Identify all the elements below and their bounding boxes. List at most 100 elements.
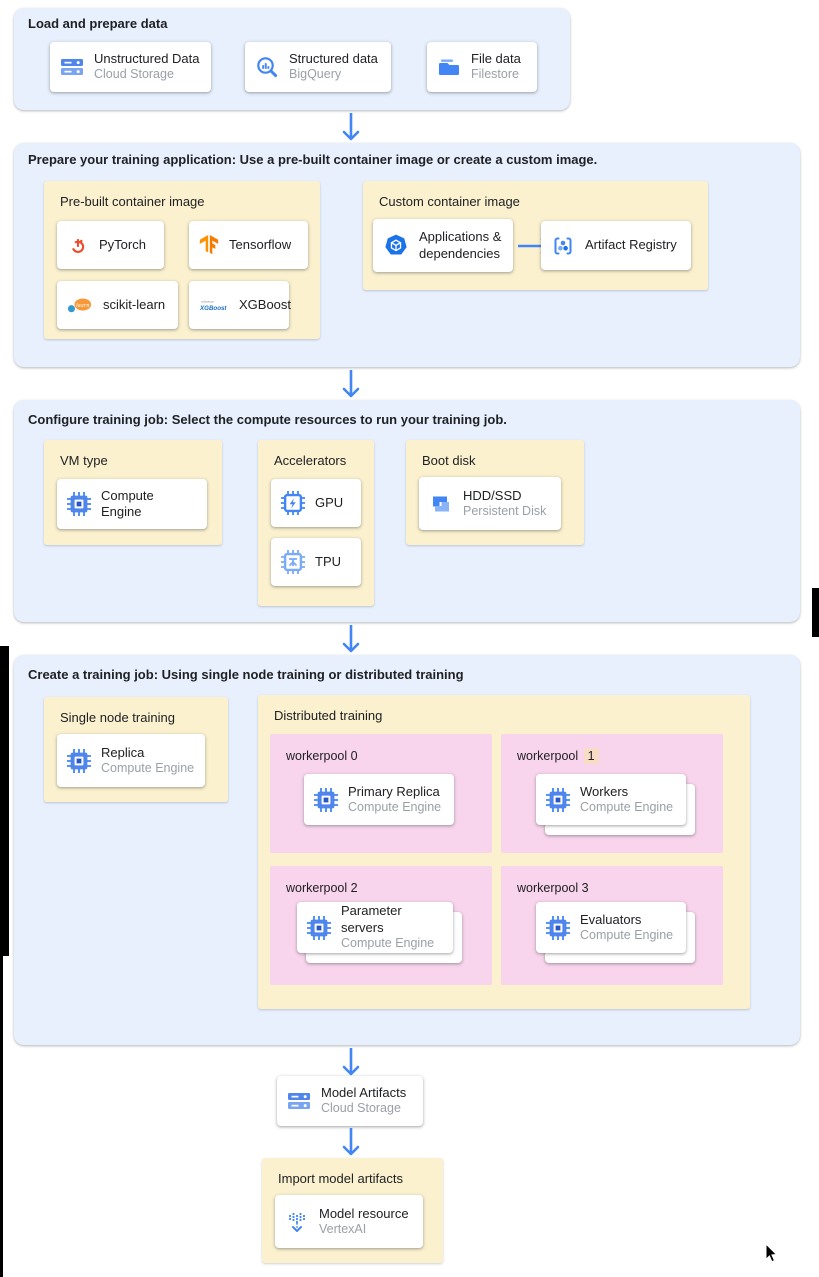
card-unstructured-data: Unstructured Data Cloud Storage — [50, 42, 211, 92]
compute-engine-icon — [67, 748, 91, 773]
workerpool-num: 3 — [581, 881, 589, 895]
card-compute-engine: Compute Engine — [57, 479, 207, 529]
workerpool-prefix: workerpool — [517, 881, 579, 895]
cloud-storage-icon — [60, 55, 84, 79]
card-title: Structured data — [289, 51, 378, 67]
section-create-title: Create a training job: Using single node… — [28, 667, 464, 682]
card-title: Evaluators — [580, 911, 642, 927]
svg-text:XGBoost: XGBoost — [199, 305, 227, 312]
card-workers: Workers Compute Engine — [536, 774, 686, 825]
workerpool-prefix: workerpool — [286, 881, 348, 895]
card-title: Replica — [101, 744, 145, 760]
workerpool-0-label: workerpool 0 — [286, 749, 358, 763]
workerpool-1-label: workerpool 1 — [517, 748, 599, 764]
cloud-storage-icon — [287, 1089, 311, 1113]
flow-arrow-2 — [342, 370, 360, 398]
card-title: Primary Replica — [348, 783, 440, 799]
card-title: Unstructured Data — [94, 51, 200, 67]
pytorch-icon — [67, 234, 89, 256]
card-artifact-registry: Artifact Registry — [541, 221, 691, 270]
compute-engine-icon — [307, 915, 331, 940]
xgboost-icon: eXtreme XGBoost — [199, 295, 229, 315]
screenshot-artifact-right — [812, 588, 819, 637]
panel-vm-label: VM type — [60, 453, 108, 468]
card-xgboost: eXtreme XGBoost XGBoost — [189, 281, 292, 329]
panel-accelerators-label: Accelerators — [274, 453, 347, 468]
compute-engine-icon — [546, 915, 570, 940]
svg-text:learn: learn — [76, 303, 89, 309]
card-title: HDD/SSD — [463, 487, 522, 503]
card-subtitle: Persistent Disk — [463, 503, 547, 518]
workerpool-prefix: workerpool — [286, 749, 348, 763]
card-replica: Replica Compute Engine — [57, 734, 205, 787]
workerpool-prefix: workerpool — [517, 749, 579, 763]
vertex-ai-icon — [285, 1210, 309, 1234]
card-subtitle: Compute Engine — [101, 760, 195, 775]
tpu-icon — [281, 550, 305, 574]
card-tensorflow: Tensorflow — [189, 221, 308, 269]
gpu-icon — [281, 491, 305, 515]
card-applications-dependencies: Applications & dependencies — [373, 219, 513, 272]
workerpool-num: 0 — [350, 749, 358, 763]
card-primary-replica: Primary Replica Compute Engine — [304, 774, 454, 825]
card-subtitle: Cloud Storage — [94, 67, 174, 82]
card-title: Model Artifacts — [321, 1085, 407, 1101]
panel-prebuilt-label: Pre-built container image — [60, 194, 205, 209]
card-subtitle: Compute Engine — [348, 799, 442, 814]
compute-engine-icon — [67, 492, 91, 516]
tensorflow-icon — [199, 234, 219, 256]
filestore-icon — [437, 55, 461, 79]
card-parameter-servers: Parameter servers Compute Engine — [297, 902, 453, 953]
scikit-learn-icon: learn — [67, 295, 93, 315]
container-applications-icon — [383, 233, 409, 259]
compute-engine-icon — [546, 787, 570, 812]
workerpool-num-highlighted: 1 — [583, 748, 599, 764]
flow-arrow-5 — [342, 1128, 360, 1156]
card-title: Workers — [580, 783, 629, 799]
panel-distributed-label: Distributed training — [274, 708, 383, 723]
card-title: Parameter servers — [341, 903, 402, 935]
panel-boot-label: Boot disk — [422, 453, 476, 468]
section-prepare-title: Prepare your training application: Use a… — [28, 152, 598, 167]
panel-custom-label: Custom container image — [379, 194, 520, 209]
card-tpu: TPU — [271, 538, 361, 586]
screenshot-artifact-left-thin — [0, 956, 3, 1277]
workerpool-num: 2 — [350, 881, 358, 895]
card-title: GPU — [315, 494, 344, 510]
persistent-disk-icon — [429, 492, 453, 516]
card-gpu: GPU — [271, 479, 361, 527]
mouse-cursor — [765, 1243, 778, 1263]
card-title: TPU — [315, 553, 341, 569]
card-title: Artifact Registry — [585, 237, 677, 253]
card-scikit-learn: learn scikit-learn — [57, 281, 178, 329]
card-subtitle: VertexAI — [319, 1221, 367, 1236]
card-title: Compute Engine — [101, 487, 154, 519]
panel-single-node-label: Single node training — [60, 710, 175, 725]
card-title: Model resource — [319, 1205, 409, 1221]
artifact-registry-icon — [551, 234, 575, 258]
card-title: File data — [471, 51, 521, 67]
card-title: scikit-learn — [103, 296, 166, 312]
card-boot-disk: HDD/SSD Persistent Disk — [419, 477, 561, 530]
card-title: XGBoost — [239, 296, 292, 312]
panel-import-label: Import model artifacts — [278, 1171, 403, 1186]
card-title: PyTorch — [99, 236, 146, 252]
card-subtitle: Compute Engine — [580, 799, 674, 814]
card-subtitle: Compute Engine — [580, 927, 674, 942]
card-subtitle: BigQuery — [289, 67, 342, 82]
card-subtitle: Filestore — [471, 67, 519, 82]
card-structured-data: Structured data BigQuery — [245, 42, 391, 92]
card-model-artifacts: Model Artifacts Cloud Storage — [277, 1076, 423, 1126]
flow-arrow-3 — [342, 625, 360, 653]
card-subtitle: Compute Engine — [341, 935, 435, 950]
card-model-resource: Model resource VertexAI — [275, 1195, 423, 1248]
compute-engine-icon — [314, 787, 338, 812]
card-subtitle: Cloud Storage — [321, 1101, 401, 1116]
section-load-title: Load and prepare data — [28, 16, 168, 31]
card-file-data: File data Filestore — [427, 42, 537, 92]
card-title: Applications & dependencies — [419, 229, 502, 261]
workerpool-2-label: workerpool 2 — [286, 881, 358, 895]
card-title: Tensorflow — [229, 236, 292, 252]
workerpool-3-label: workerpool 3 — [517, 881, 589, 895]
